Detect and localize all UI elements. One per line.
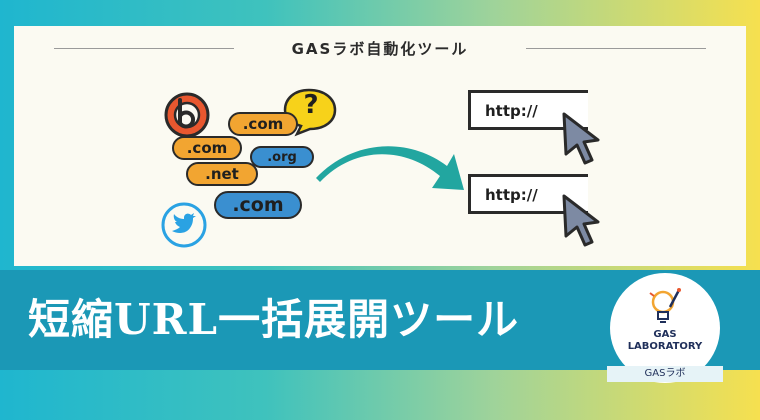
title-rule-right	[526, 48, 706, 49]
domain-pill: .org	[250, 146, 314, 168]
domain-pill: .net	[186, 162, 258, 186]
url-field-box: http://	[468, 174, 588, 214]
curved-arrow-icon	[316, 146, 464, 190]
logo-badge: GAS LABORATORY	[610, 273, 720, 383]
title-rule-left	[54, 48, 234, 49]
mouse-cursor-icon	[562, 112, 600, 165]
bitly-icon	[164, 92, 210, 138]
mouse-cursor-icon	[562, 194, 600, 247]
twitter-icon	[161, 202, 207, 248]
logo-tag: GASラボ	[607, 366, 723, 382]
logo-line-gas: GAS	[653, 329, 677, 340]
logo-text: GAS LABORATORY	[610, 329, 720, 353]
page-title: GASラボ自動化ツール	[291, 40, 469, 58]
logo-line-laboratory: LABORATORY	[627, 341, 703, 352]
domain-pill: .com	[172, 136, 242, 160]
domain-pill: .com	[214, 191, 302, 219]
lightbulb-icon	[649, 288, 681, 323]
domain-pill: .com	[228, 112, 298, 136]
banner-title: 短縮URL一括展開ツール	[28, 295, 520, 344]
url-text: http://	[485, 186, 538, 204]
url-text: http://	[485, 102, 538, 120]
question-mark: ?	[303, 90, 319, 120]
illustration-card: GASラボ自動化ツール ? .com .com .org .net .com	[14, 26, 746, 266]
